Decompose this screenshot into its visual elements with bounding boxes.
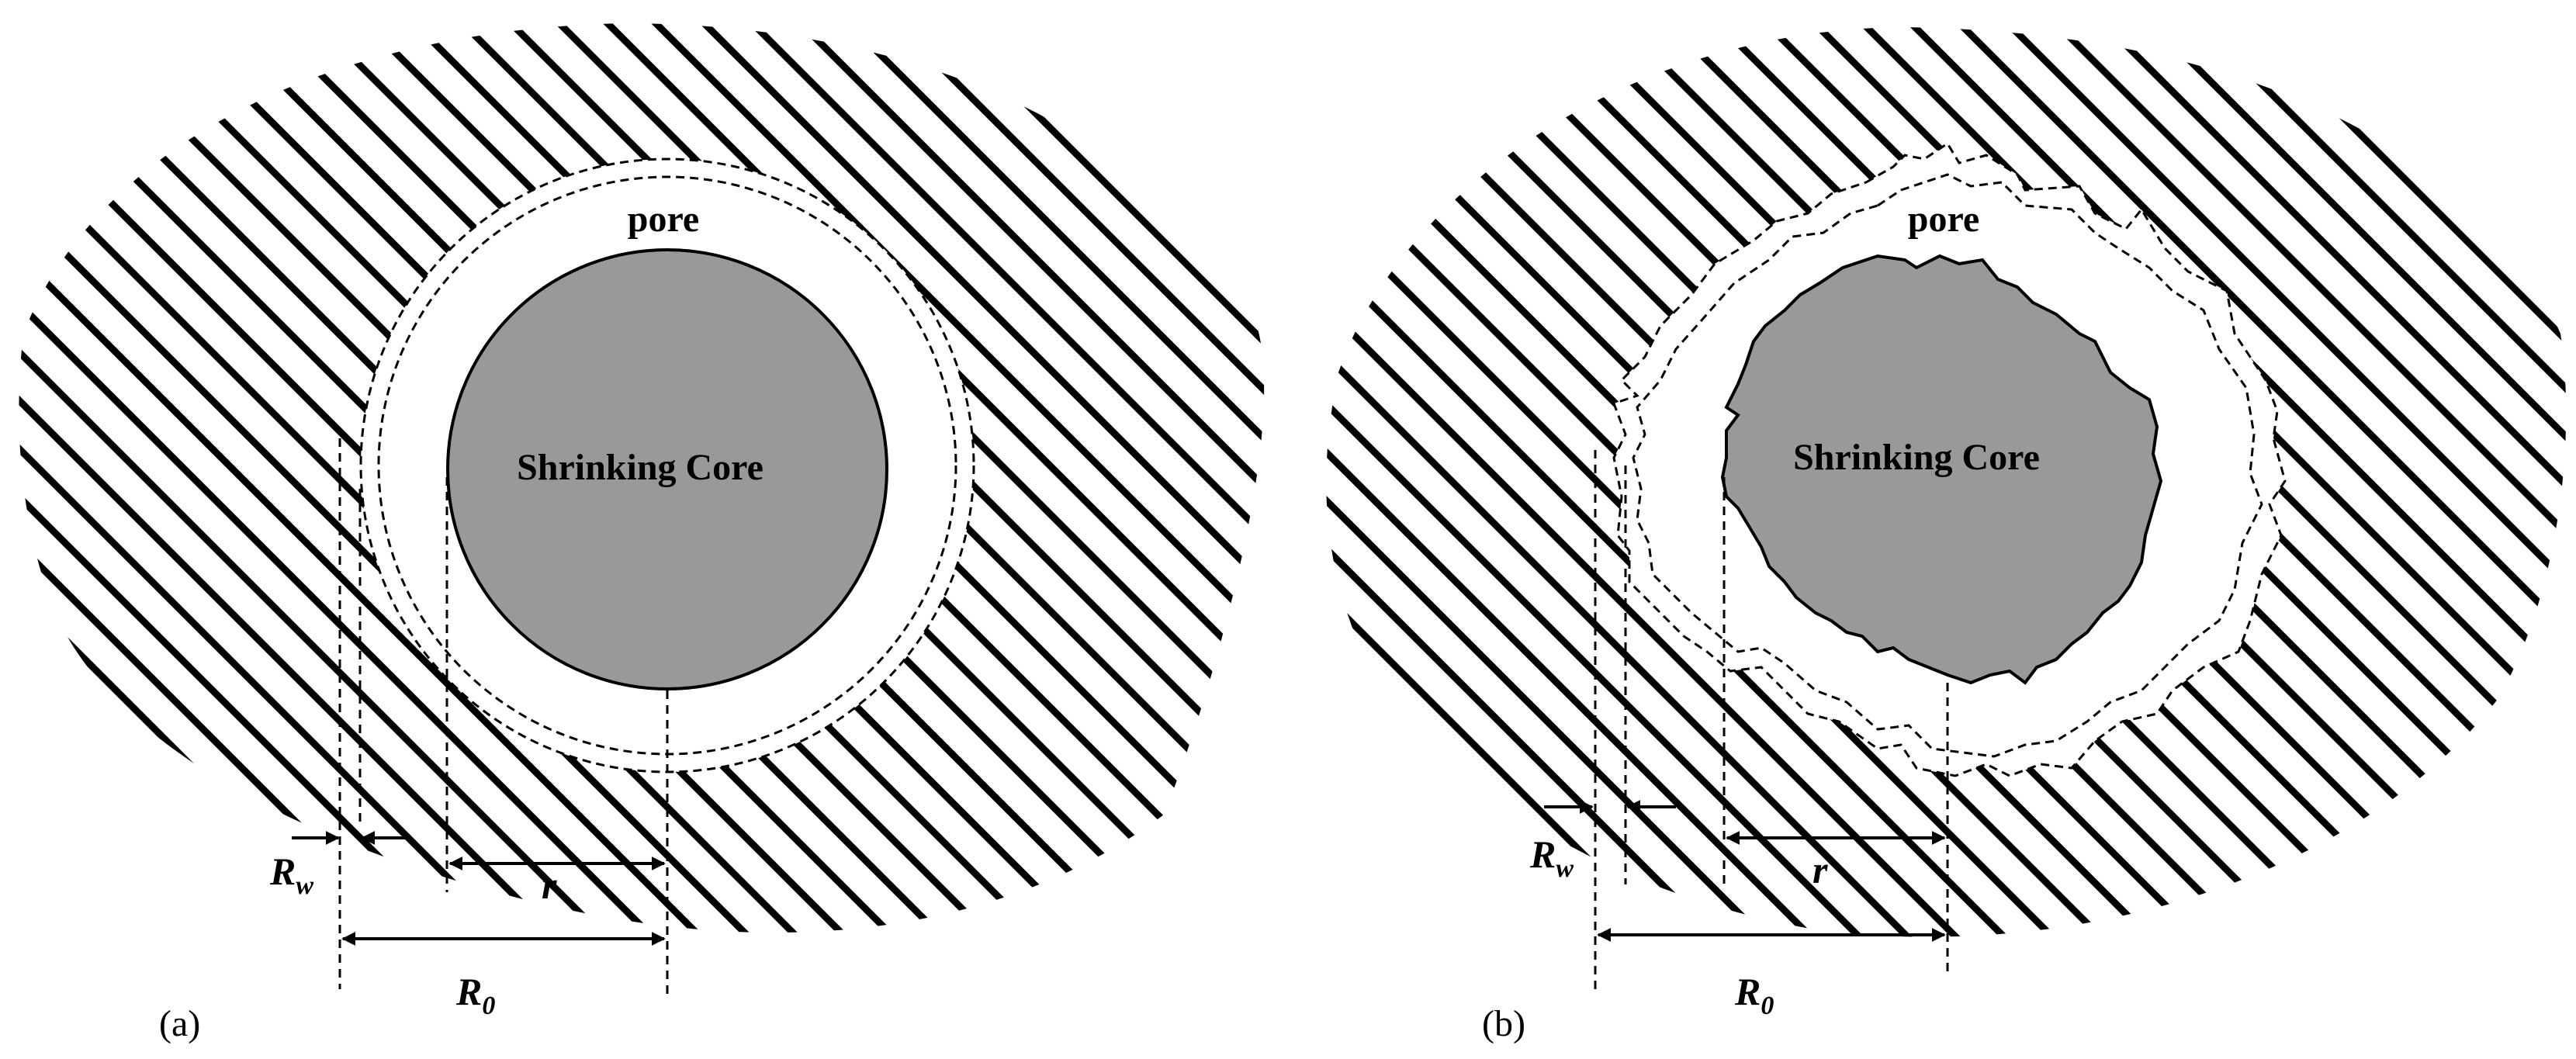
r-label: r xyxy=(542,863,557,907)
pore-label: pore xyxy=(1908,199,1979,240)
panel-b: pore Shrinking Core Rw r R0 (b) xyxy=(1326,27,2567,1044)
panel-b-caption: (b) xyxy=(1482,1003,1525,1044)
r0-label: R0 xyxy=(1734,970,1774,1020)
rw-label: Rw xyxy=(269,850,313,900)
panel-a-caption: (a) xyxy=(159,1003,200,1044)
rw-label: Rw xyxy=(1529,832,1574,883)
panel-a: pore Shrinking Core Rw r R0 (a) xyxy=(19,23,1265,1044)
r0-label: R0 xyxy=(455,970,495,1020)
core-label: Shrinking Core xyxy=(517,447,763,488)
pore-label: pore xyxy=(628,199,699,240)
shrinking-core xyxy=(446,248,888,690)
core-label: Shrinking Core xyxy=(1793,437,2040,478)
pore-inner-boundary xyxy=(1632,173,2263,758)
r-label: r xyxy=(1813,848,1828,891)
shrinking-core xyxy=(1720,254,2163,685)
